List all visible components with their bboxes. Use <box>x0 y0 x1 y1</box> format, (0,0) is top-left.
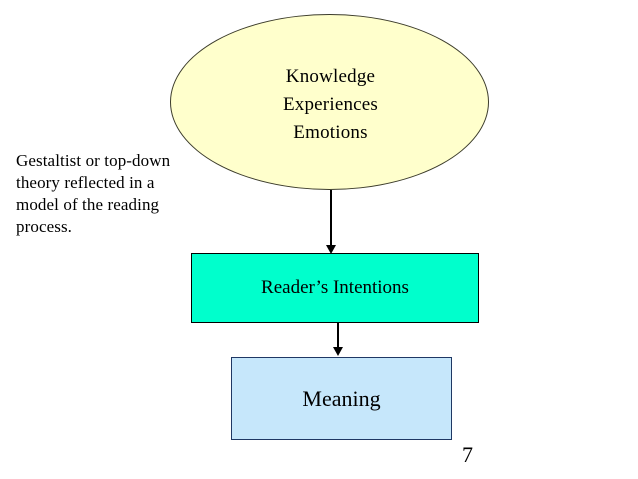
readers-intentions-label: Reader’s Intentions <box>261 277 409 298</box>
caption-line-1: Gestaltist or top-down <box>16 151 171 170</box>
caption-line-2: theory reflected in a <box>16 173 155 192</box>
concept-ellipse: Knowledge Experiences Emotions <box>170 14 489 190</box>
arrow-head-icon <box>333 347 343 356</box>
concept-ellipse-text: Knowledge Experiences Emotions <box>171 63 490 147</box>
readers-intentions-box: Reader’s Intentions <box>191 253 479 323</box>
caption-line-3: model of the reading <box>16 195 160 214</box>
caption-text: Gestaltist or top-down theory reflected … <box>16 150 231 238</box>
meaning-label: Meaning <box>302 385 381 411</box>
page-number: 7 <box>462 442 473 467</box>
arrow-shaft-icon <box>337 323 339 349</box>
ellipse-line-emotions: Emotions <box>293 122 368 143</box>
meaning-box: Meaning <box>231 357 452 440</box>
arrow-shaft-icon <box>330 190 332 247</box>
caption-line-4: process. <box>16 217 73 236</box>
ellipse-line-experiences: Experiences <box>282 94 379 115</box>
ellipse-line-knowledge: Knowledge <box>285 66 376 87</box>
arrow-head-icon <box>326 245 336 254</box>
